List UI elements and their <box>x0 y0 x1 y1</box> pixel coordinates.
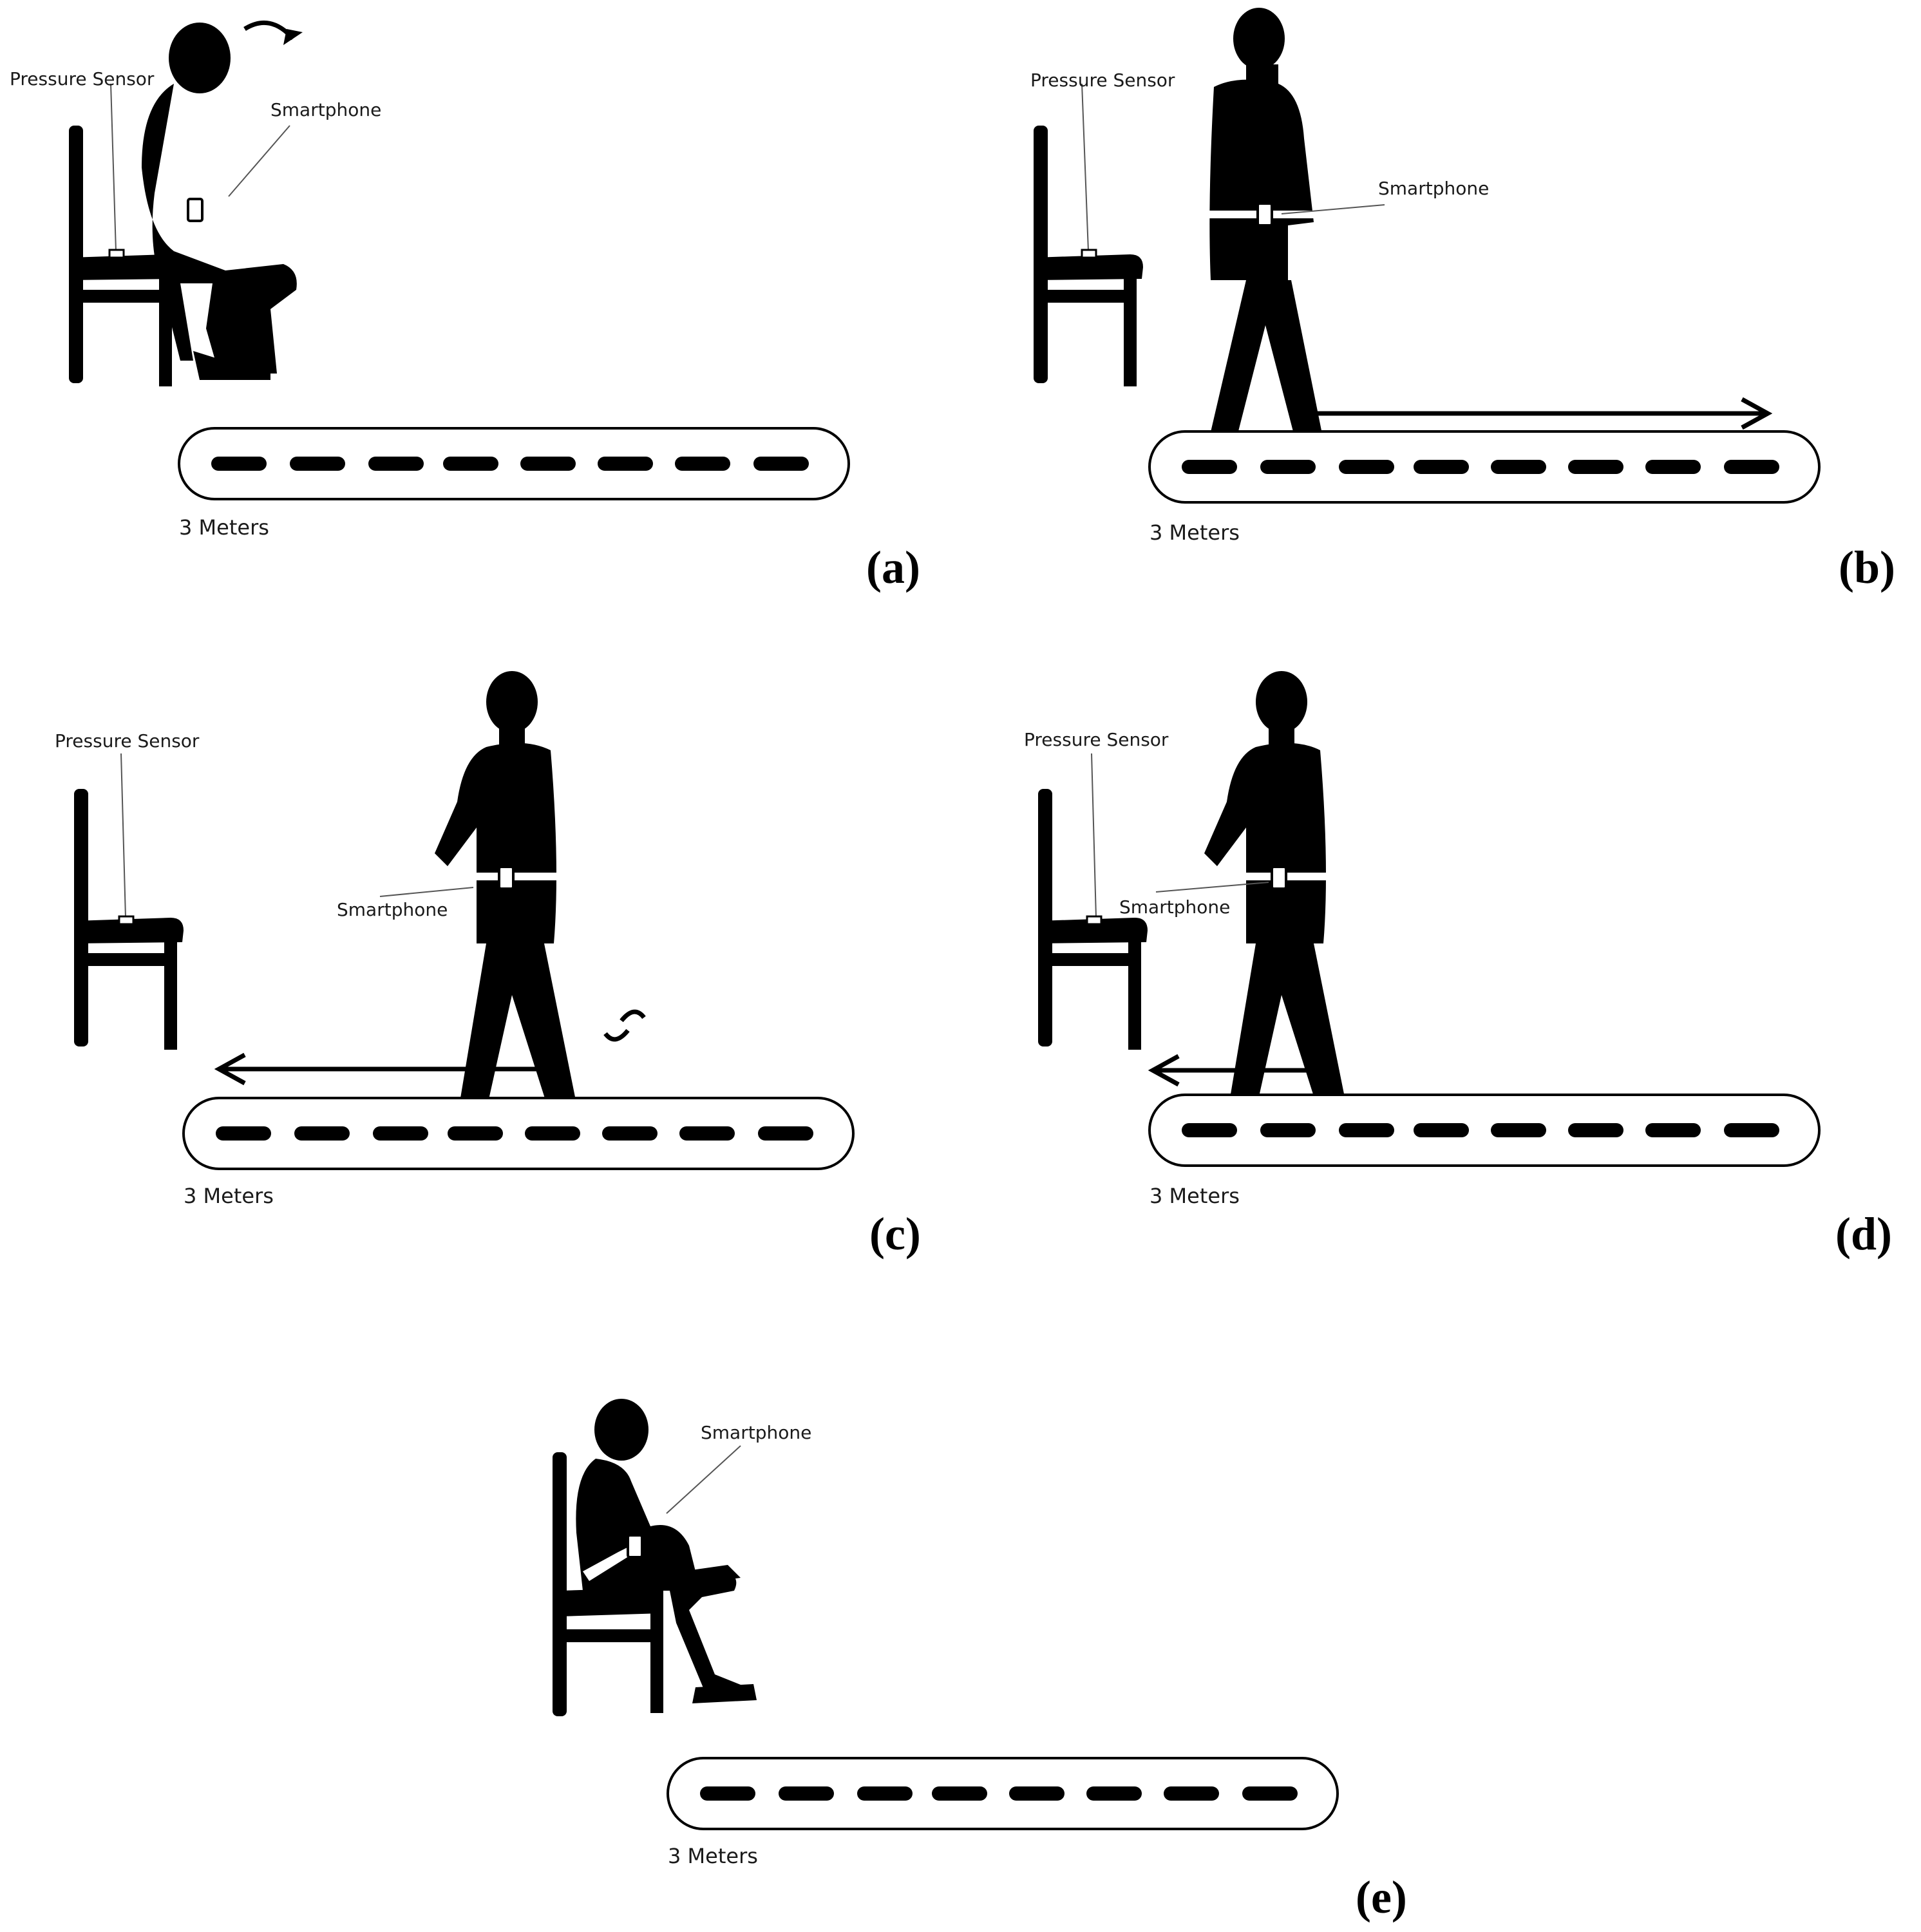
arrowhead-icon <box>1741 397 1773 430</box>
leader-line <box>120 753 126 918</box>
pressure-sensor-label: Pressure Sensor <box>10 68 155 90</box>
panel-caption: (d) <box>1835 1208 1892 1260</box>
panel-caption: (e) <box>1356 1871 1407 1923</box>
pressure-sensor-icon <box>108 249 125 259</box>
panel-caption: (c) <box>869 1208 921 1260</box>
person-walking <box>428 671 609 1150</box>
smartphone-icon <box>1271 866 1287 890</box>
panel-caption: (b) <box>1839 542 1895 593</box>
distance-label: 3 Meters <box>184 1184 274 1208</box>
person-standing-up <box>142 23 297 380</box>
smartphone-label: Smartphone <box>270 99 381 120</box>
panel-b: Pressure Sensor Smartphone 3 Meters (b) <box>1030 8 1895 593</box>
pressure-sensor-label: Pressure Sensor <box>55 730 200 752</box>
leader-line <box>666 1445 741 1514</box>
pressure-sensor-label: Pressure Sensor <box>1030 70 1175 91</box>
leader-line <box>228 125 290 197</box>
pressure-sensor-icon <box>118 915 135 925</box>
smartphone-icon <box>187 198 203 222</box>
smartphone-label: Smartphone <box>337 899 448 920</box>
arrowhead-icon <box>283 29 303 45</box>
smartphone-label: Smartphone <box>701 1422 811 1443</box>
walkway-track <box>667 1757 1339 1830</box>
leader-line <box>1281 204 1385 214</box>
smartphone-icon <box>627 1534 643 1558</box>
leader-line <box>1155 882 1269 893</box>
panel-caption: (a) <box>866 542 920 593</box>
smartphone-label: Smartphone <box>1378 178 1489 199</box>
distance-label: 3 Meters <box>1150 1184 1240 1208</box>
arrowhead-icon <box>214 1052 246 1086</box>
turn-icon <box>620 1009 646 1023</box>
leader-line <box>110 83 117 252</box>
pressure-sensor-label: Pressure Sensor <box>1024 729 1169 750</box>
leader-line <box>379 887 474 897</box>
smartphone-icon <box>1256 202 1273 227</box>
panel-d: Pressure Sensor Smartphone 3 Meters (d) <box>1024 671 1892 1260</box>
pressure-sensor-icon <box>1081 249 1097 259</box>
panel-e: Smartphone 3 Meters (e) <box>553 1399 1407 1923</box>
leader-line <box>1081 83 1089 252</box>
leader-line <box>1091 753 1097 918</box>
walkway-track <box>182 1097 855 1170</box>
panel-c: Pressure Sensor Smartphone 3 Meters (c) <box>55 671 921 1260</box>
distance-label: 3 Meters <box>179 515 269 540</box>
pressure-sensor-icon <box>1086 915 1102 925</box>
walkway-track <box>1148 430 1821 504</box>
smartphone-icon <box>498 866 515 890</box>
panel-a: Pressure Sensor Smartphone 3 Meters (a) <box>10 20 920 593</box>
distance-label: 3 Meters <box>668 1844 758 1868</box>
distance-label: 3 Meters <box>1150 520 1240 545</box>
smartphone-label: Smartphone <box>1119 896 1230 918</box>
arrowhead-icon <box>1148 1054 1180 1087</box>
walkway-track <box>178 427 850 500</box>
person-seated <box>553 1399 757 1716</box>
walkway-track <box>1148 1094 1821 1167</box>
turn-icon <box>603 1028 630 1042</box>
